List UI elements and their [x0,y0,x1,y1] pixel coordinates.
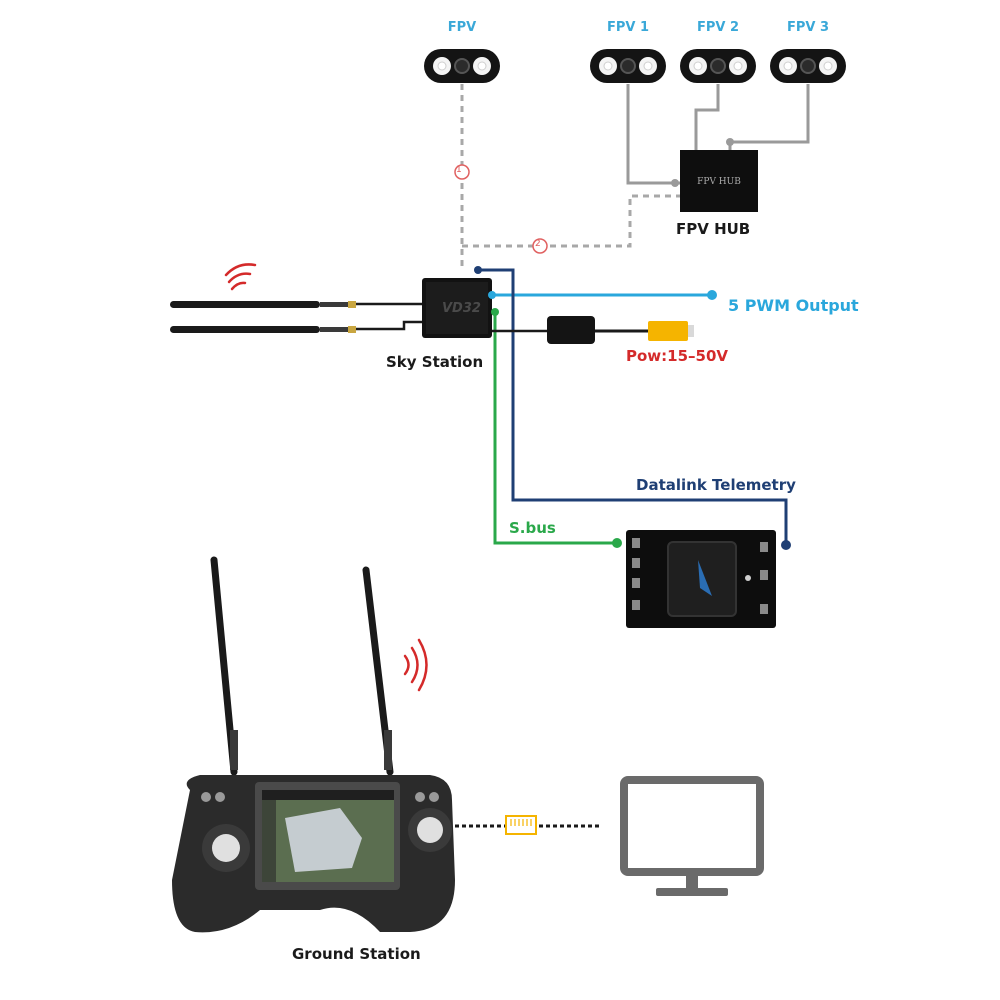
fpv3-camera [769,48,847,84]
sky-station-device-text: VD32 [442,301,481,316]
ground-station-device [172,556,455,933]
sbus-label: S.bus [509,519,556,537]
fpv2-label: FPV 2 [696,20,740,35]
fpv2-camera [679,48,757,84]
fpv-camera [423,48,501,84]
computer-monitor-icon [620,776,764,896]
ground-station-label: Ground Station [292,945,421,963]
fpv1-label: FPV 1 [606,20,650,35]
fpv-hub-device-text: FPV HUB [697,177,741,187]
power-label: Pow:15–50V [626,347,729,365]
pwm-output-label: 5 PWM Output [728,296,859,315]
sky-antennas [170,301,422,333]
path-marker-2 [532,238,548,254]
flight-controller-device [626,530,776,628]
network-cable [455,815,600,835]
fpv1-camera [589,48,667,84]
path-marker-1 [454,164,470,180]
fpv-hub-device: FPV HUB [680,150,758,212]
power-cable [492,316,694,344]
sky-signal-waves-icon [224,263,257,291]
pwm-output-line [488,290,717,300]
ground-signal-waves-icon [403,638,428,692]
fpv-label: FPV [447,20,477,35]
fpv-hub-wiring [626,84,810,187]
sbus-line [491,308,622,548]
fpv3-label: FPV 3 [786,20,830,35]
sky-station-device: VD32 [422,278,492,338]
sky-station-label: Sky Station [386,353,484,371]
fpv-hub-label: FPV HUB [676,220,751,238]
path-marker-1-text: 1 [456,165,462,175]
telemetry-line [474,266,791,550]
datalink-telemetry-label: Datalink Telemetry [636,476,796,494]
video-path-dashed [460,84,680,268]
path-marker-2-text: 2 [535,239,541,249]
